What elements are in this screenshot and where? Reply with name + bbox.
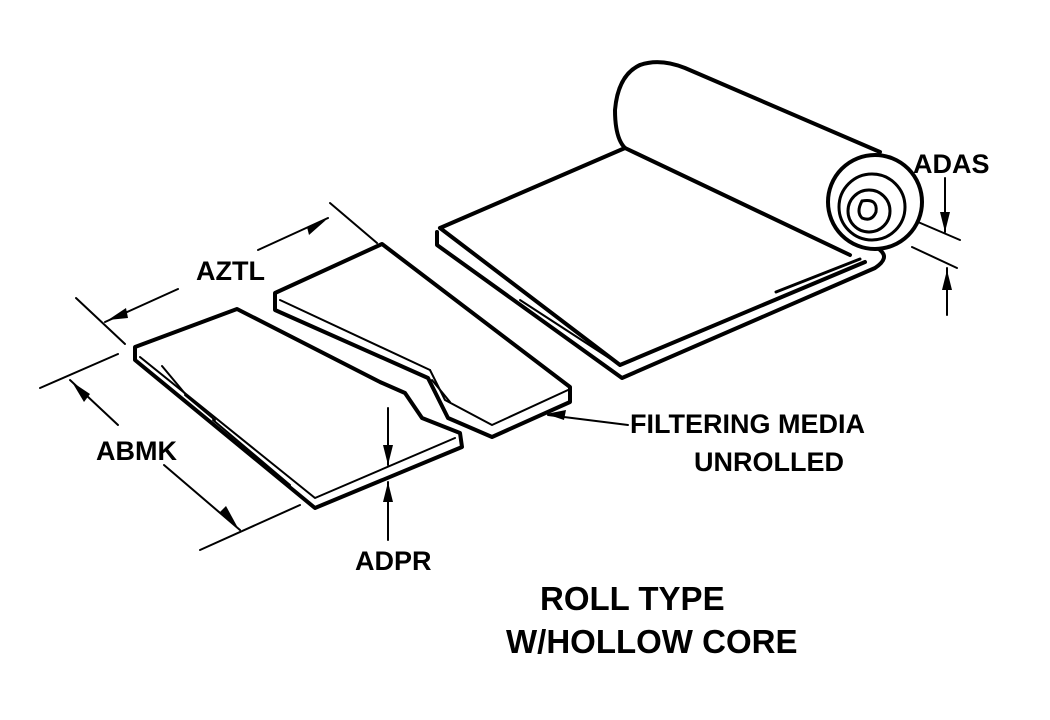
callout-line2: UNROLLED (694, 447, 844, 477)
middle-sheet (273, 242, 572, 439)
arrowhead-icon (546, 410, 566, 420)
arrowhead-icon (108, 308, 128, 320)
arrowhead-icon (307, 220, 326, 235)
label-abmk: ABMK (96, 436, 177, 466)
rolled-media (435, 60, 961, 380)
title-line1: ROLL TYPE (540, 580, 725, 617)
arrowhead-icon (383, 445, 393, 465)
dimension-adpr (383, 407, 393, 541)
callout-leader (546, 410, 629, 426)
title-line2: W/HOLLOW CORE (506, 623, 797, 660)
dimension-abmk (39, 353, 301, 551)
arrowhead-icon (383, 482, 393, 502)
arrowhead-icon (942, 270, 952, 290)
arrowhead-icon (72, 382, 90, 402)
label-adpr: ADPR (355, 546, 432, 576)
arrowhead-icon (940, 212, 950, 232)
arrowhead-icon (220, 506, 238, 528)
left-sheet (133, 307, 464, 510)
dimension-aztl (75, 202, 378, 345)
label-aztl: AZTL (196, 256, 265, 286)
callout-line1: FILTERING MEDIA (630, 409, 865, 439)
label-adas: ADAS (913, 149, 990, 179)
